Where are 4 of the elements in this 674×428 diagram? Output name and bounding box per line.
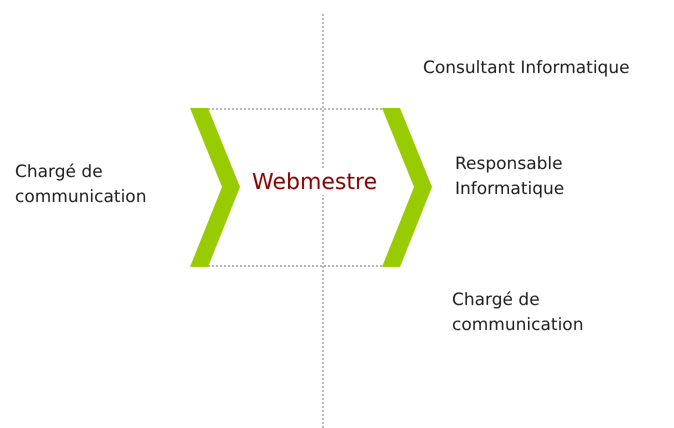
- role-label: Chargé de communication: [15, 161, 148, 209]
- role-label: Consultant Informatique: [423, 57, 630, 80]
- role-label: Responsable Informatique: [455, 153, 566, 201]
- role-label: Chargé de communication: [452, 289, 584, 337]
